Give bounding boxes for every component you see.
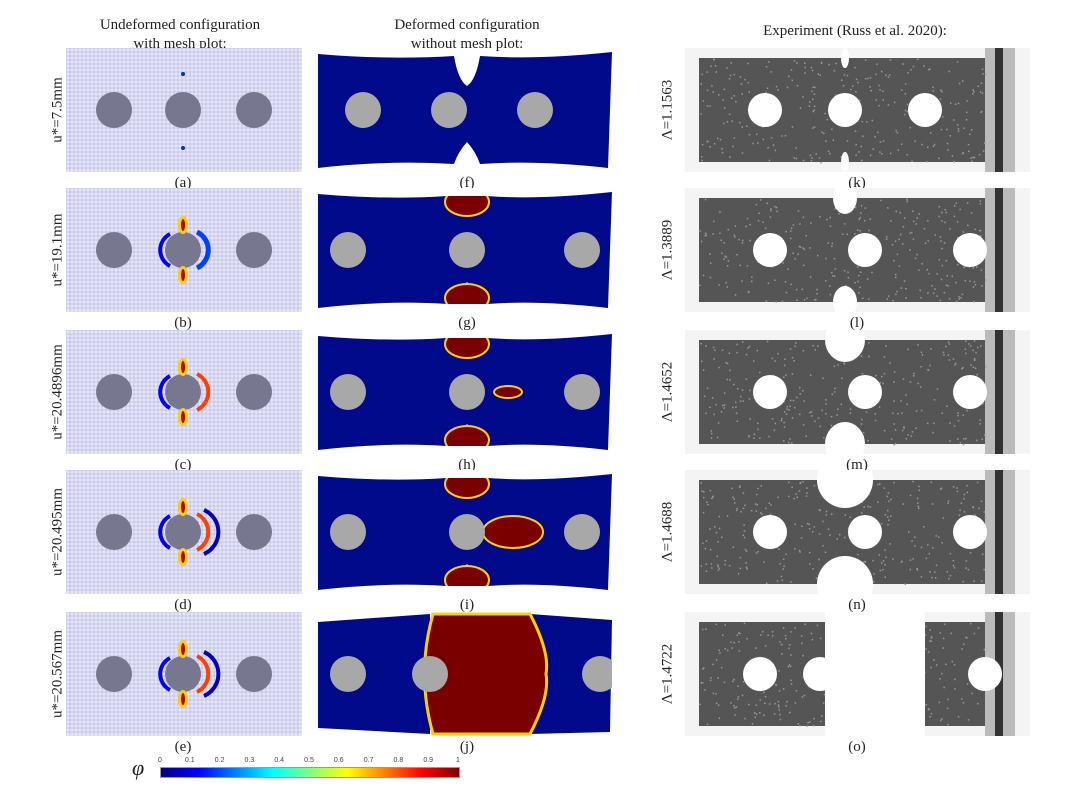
mesh-plot xyxy=(66,612,302,736)
hole xyxy=(953,375,987,409)
hole xyxy=(953,515,987,549)
hole xyxy=(431,92,467,128)
experiment-photo xyxy=(685,612,1030,736)
hole xyxy=(165,374,201,410)
hole xyxy=(968,657,1002,691)
colorbar-tick-label: 0.3 xyxy=(245,757,255,764)
displacement-label: u*=20.495mm xyxy=(50,488,67,576)
header-line: Undeformed configuration xyxy=(60,16,300,35)
displacement-label: u*=7.5mm xyxy=(50,77,67,143)
displacement-label: u*=20.4896mm xyxy=(50,344,67,440)
deformed-plot xyxy=(318,612,612,736)
hole xyxy=(236,232,272,268)
deformed-plot xyxy=(318,470,612,594)
stretch-label: Λ=1.4722 xyxy=(660,644,677,705)
hole xyxy=(848,515,882,549)
stretch-label: Λ=1.3889 xyxy=(660,220,677,281)
colorbar-tick-label: 0.7 xyxy=(364,757,374,764)
deformed-plot xyxy=(318,48,612,172)
colorbar-tick-label: 0.9 xyxy=(423,757,433,764)
hole xyxy=(848,375,882,409)
hole xyxy=(743,657,777,691)
deformed-plot xyxy=(318,188,612,312)
hole xyxy=(803,657,837,691)
colorbar-tick-label: 0.2 xyxy=(215,757,225,764)
hole xyxy=(748,93,782,127)
hole xyxy=(96,232,132,268)
hole xyxy=(330,514,366,550)
mesh-plot xyxy=(66,188,302,312)
hole xyxy=(517,92,553,128)
hole xyxy=(236,374,272,410)
stretch-label: Λ=1.1563 xyxy=(660,80,677,141)
hole xyxy=(564,232,600,268)
colorbar-tick-label: 0.6 xyxy=(334,757,344,764)
hole xyxy=(96,514,132,550)
experiment-photo xyxy=(685,470,1030,594)
hole xyxy=(753,375,787,409)
hole xyxy=(753,515,787,549)
stretch-label: Λ=1.4652 xyxy=(660,362,677,423)
header-experiment: Experiment (Russ et al. 2020): xyxy=(740,22,970,41)
displacement-label: u*=19.1mm xyxy=(50,213,67,286)
hole xyxy=(96,92,132,128)
header-line: Deformed configuration xyxy=(340,16,594,35)
deformed-plot xyxy=(318,330,612,454)
hole xyxy=(165,232,201,268)
hole xyxy=(753,233,787,267)
hole xyxy=(564,514,600,550)
subfigure-label: (e) xyxy=(175,739,192,756)
colorbar-tick-label: 0.5 xyxy=(304,757,314,764)
colorbar-tick-label: 0 xyxy=(158,757,162,764)
hole xyxy=(564,374,600,410)
hole xyxy=(330,232,366,268)
colorbar-tick-label: 0.4 xyxy=(274,757,284,764)
colorbar-tick-label: 1 xyxy=(456,757,460,764)
colorbar-symbol: φ xyxy=(132,758,144,777)
hole xyxy=(165,514,201,550)
colorbar xyxy=(160,767,460,778)
hole xyxy=(165,92,201,128)
colorbar-tick-label: 0.1 xyxy=(185,757,195,764)
subfigure-label: (j) xyxy=(460,739,474,756)
experiment-photo xyxy=(685,330,1030,454)
hole xyxy=(236,514,272,550)
hole xyxy=(96,656,132,692)
hole xyxy=(908,93,942,127)
hole xyxy=(953,233,987,267)
hole xyxy=(449,374,485,410)
experiment-photo xyxy=(685,48,1030,172)
hole xyxy=(828,93,862,127)
colorbar-tick-label: 0.8 xyxy=(394,757,404,764)
hole xyxy=(449,232,485,268)
subfigure-label: (o) xyxy=(848,739,866,756)
hole xyxy=(236,656,272,692)
hole xyxy=(236,92,272,128)
hole xyxy=(96,374,132,410)
stretch-label: Λ=1.4688 xyxy=(660,502,677,563)
displacement-label: u*=20.567mm xyxy=(50,630,67,718)
hole xyxy=(330,374,366,410)
hole xyxy=(449,514,485,550)
mesh-plot xyxy=(66,48,302,172)
experiment-photo xyxy=(685,188,1030,312)
hole xyxy=(165,656,201,692)
mesh-plot xyxy=(66,330,302,454)
hole xyxy=(848,233,882,267)
mesh-plot xyxy=(66,470,302,594)
hole xyxy=(345,92,381,128)
